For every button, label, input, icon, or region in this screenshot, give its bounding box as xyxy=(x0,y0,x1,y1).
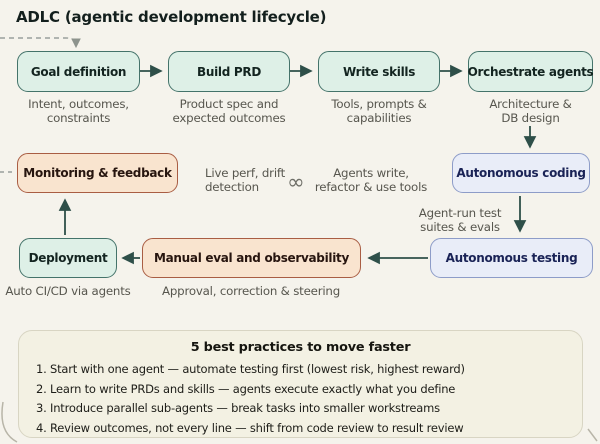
deployment-caption: Auto CI/CD via agents xyxy=(5,284,131,298)
orchestrate-agents-caption: Architecture & DB design xyxy=(489,97,572,126)
best-practice-item: 4. Review outcomes, not every line — shi… xyxy=(36,420,464,435)
stage-monitoring-feedback: Monitoring & feedback xyxy=(17,153,178,193)
stage-write-skills: Write skills xyxy=(318,51,440,92)
best-practices-list: 1. Start with one agent — automate testi… xyxy=(19,360,582,438)
stage-deployment: Deployment xyxy=(19,238,117,278)
infinity-icon: ∞ xyxy=(287,170,305,194)
best-practices-title: 5 best practices to move faster xyxy=(190,340,411,355)
best-practice-item: 3. Introduce parallel sub-agents — break… xyxy=(36,401,440,415)
stage-autonomous-testing: Autonomous testing xyxy=(430,238,593,278)
agent-run-tests-annotation: Agent-run test suites & evals xyxy=(418,206,502,235)
write-skills-caption: Tools, prompts & capabilities xyxy=(331,97,427,126)
agents-write-annotation: Agents write, refactor & use tools xyxy=(314,166,428,195)
stage-manual-eval: Manual eval and observability xyxy=(142,238,361,278)
stage-orchestrate-agents: Orchestrate agents xyxy=(468,51,594,92)
diagram-title: ADLC (agentic development lifecycle) xyxy=(16,8,327,26)
best-practice-item: 1. Start with one agent — automate testi… xyxy=(36,362,465,376)
goal-definition-caption: Intent, outcomes, constraints xyxy=(28,97,129,126)
stage-autonomous-coding: Autonomous coding xyxy=(452,153,590,193)
build-prd-caption: Product spec and expected outcomes xyxy=(172,97,286,126)
best-practice-item: 2. Learn to write PRDs and skills — agen… xyxy=(36,381,456,396)
sketch-stroke-bottom-left xyxy=(1,401,18,443)
sketch-stroke-bottom-right xyxy=(587,428,598,442)
manual-eval-caption: Approval, correction & steering xyxy=(162,284,340,298)
stage-build-prd: Build PRD xyxy=(168,51,290,92)
best-practices-panel: 5 best practices to move faster 1. Start… xyxy=(18,330,583,438)
dashed-loop-to-goal xyxy=(0,37,81,49)
live-perf-annotation: Live perf, drift detection xyxy=(205,166,286,195)
stage-goal-definition: Goal definition xyxy=(17,51,140,92)
